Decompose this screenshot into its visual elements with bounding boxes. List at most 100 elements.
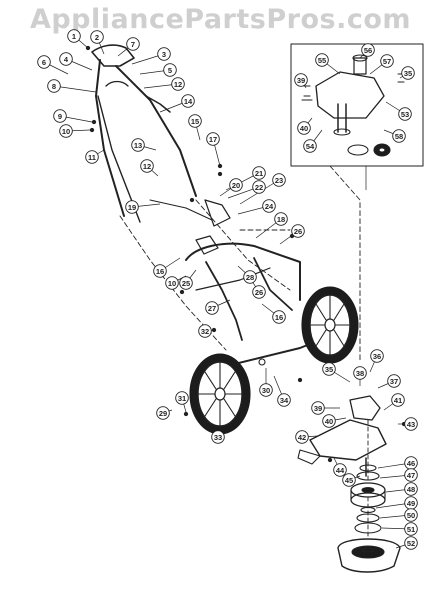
callout-9: 9 — [53, 109, 67, 123]
callout-32: 32 — [198, 324, 212, 338]
callout-number: 28 — [246, 273, 254, 282]
callout-number: 31 — [178, 394, 186, 403]
callout-circle — [370, 349, 384, 363]
callout-55: 55 — [315, 53, 329, 67]
callout-circle — [157, 47, 171, 61]
callout-number: 55 — [318, 56, 326, 65]
callout-circle — [165, 276, 179, 290]
callout-number: 16 — [275, 313, 283, 322]
callout-number: 1 — [72, 32, 76, 41]
callout-number: 50 — [407, 511, 415, 520]
callout-16: 16 — [272, 310, 286, 324]
callout-circle — [315, 53, 329, 67]
callout-19: 19 — [125, 200, 139, 214]
callout-53: 53 — [398, 107, 412, 121]
callout-number: 30 — [262, 386, 270, 395]
callout-1: 1 — [67, 29, 81, 43]
left-wheel — [189, 353, 251, 435]
callout-circle — [311, 401, 325, 415]
callout-number: 29 — [159, 409, 167, 418]
callout-number: 39 — [297, 76, 305, 85]
callout-54: 54 — [303, 139, 317, 153]
callout-number: 16 — [156, 267, 164, 276]
callout-37: 37 — [387, 374, 401, 388]
callout-circle — [37, 55, 51, 69]
callout-number: 10 — [168, 279, 176, 288]
callout-number: 51 — [407, 525, 415, 534]
callout-circle — [322, 362, 336, 376]
trimmer-hub — [350, 482, 386, 508]
callout-number: 9 — [58, 112, 62, 121]
callout-24: 24 — [262, 199, 276, 213]
callout-circle — [342, 473, 356, 487]
callout-number: 53 — [401, 110, 409, 119]
callout-3: 3 — [157, 47, 171, 61]
callout-number: 58 — [395, 132, 403, 141]
callout-58: 58 — [392, 129, 406, 143]
callout-23: 23 — [272, 173, 286, 187]
callout-circle — [243, 270, 257, 284]
callout-circle — [404, 482, 418, 496]
callout-48: 48 — [404, 482, 418, 496]
callout-number: 35 — [404, 69, 412, 78]
callout-circle — [252, 180, 266, 194]
callout-circle — [391, 393, 405, 407]
callout-number: 8 — [52, 82, 56, 91]
callout-number: 47 — [407, 471, 415, 480]
callout-number: 36 — [373, 352, 381, 361]
axle-washer — [258, 358, 266, 366]
callout-circle — [303, 139, 317, 153]
callout-5: 5 — [163, 63, 177, 77]
callout-number: 46 — [407, 459, 415, 468]
callout-circle — [53, 109, 67, 123]
callout-26: 26 — [252, 285, 266, 299]
detail-inset-frame — [290, 43, 424, 167]
callout-6: 6 — [37, 55, 51, 69]
callout-circle — [322, 414, 336, 428]
callout-14: 14 — [181, 94, 195, 108]
callout-52: 52 — [404, 536, 418, 550]
engine-deck — [309, 419, 387, 461]
callout-number: 35 — [325, 365, 333, 374]
callout-number: 24 — [265, 202, 274, 211]
callout-44: 44 — [333, 463, 347, 477]
callout-circle — [59, 52, 73, 66]
callout-39: 39 — [311, 401, 325, 415]
callout-57: 57 — [380, 54, 394, 68]
inset-parts — [301, 54, 405, 157]
callout-circle — [175, 391, 189, 405]
callout-leader-8 — [53, 85, 97, 93]
callout-number: 34 — [280, 396, 289, 405]
callout-number: 38 — [356, 369, 364, 378]
callout-34: 34 — [277, 393, 291, 407]
callout-26: 26 — [291, 224, 305, 238]
callout-circle — [401, 66, 415, 80]
callout-number: 11 — [88, 153, 96, 162]
callout-circle — [229, 178, 243, 192]
callout-circle — [205, 301, 219, 315]
callout-circle — [163, 63, 177, 77]
spacer-46 — [359, 464, 377, 472]
callout-21: 21 — [252, 166, 266, 180]
callout-2: 2 — [90, 30, 104, 44]
callout-number: 26 — [255, 288, 263, 297]
callout-circle — [262, 199, 276, 213]
fasteners — [85, 45, 407, 463]
callout-number: 45 — [345, 476, 353, 485]
callout-25: 25 — [179, 276, 193, 290]
callout-number: 57 — [383, 57, 391, 66]
deck-skid — [297, 449, 321, 465]
callout-number: 22 — [255, 183, 263, 192]
callout-15: 15 — [188, 114, 202, 128]
frame-brace — [195, 267, 271, 291]
callout-number: 27 — [208, 304, 216, 313]
callout-number: 10 — [62, 127, 70, 136]
bracket-plate — [204, 199, 231, 227]
callout-circle — [295, 430, 309, 444]
callout-circle — [126, 37, 140, 51]
callout-number: 3 — [162, 50, 166, 59]
callout-circle — [272, 310, 286, 324]
callout-31: 31 — [175, 391, 189, 405]
callout-number: 15 — [191, 117, 199, 126]
